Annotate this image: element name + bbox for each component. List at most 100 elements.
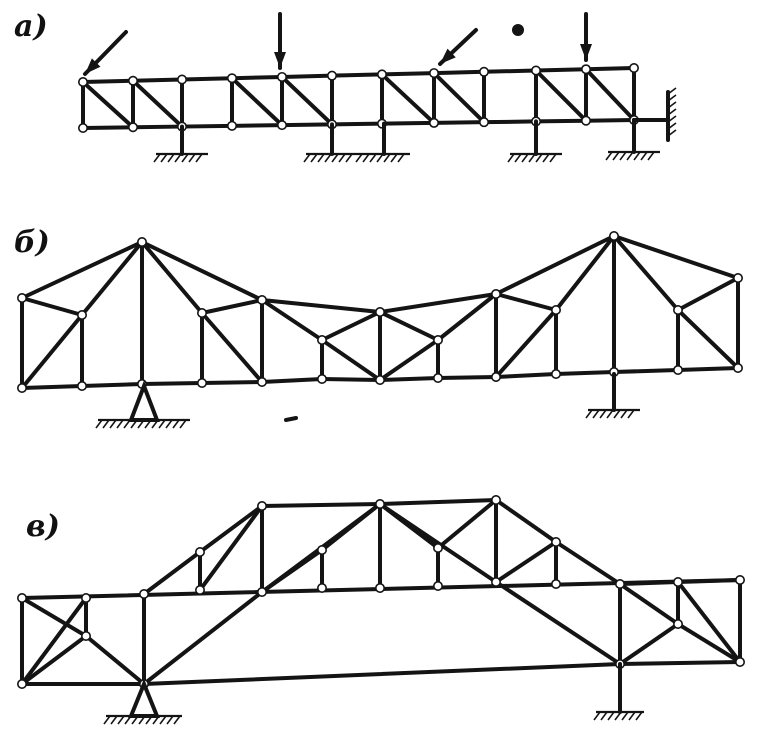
truss-b-pin-support [102, 419, 110, 429]
truss-a-node [428, 117, 439, 128]
truss-c-node [256, 586, 267, 597]
truss-b-member [200, 380, 264, 385]
truss-a-member [584, 118, 636, 123]
truss-b-node [732, 362, 743, 373]
truss-a-member [180, 123, 234, 129]
truss-a-support [153, 153, 161, 163]
truss-b-node [432, 372, 443, 383]
truss-b-node [77, 309, 88, 320]
truss-a-node [628, 62, 639, 73]
truss-b-node [16, 292, 27, 303]
truss-a-node [227, 120, 238, 131]
truss-c-fixed-support [635, 711, 643, 721]
truss-c-member [618, 622, 680, 666]
truss-a-support [521, 153, 529, 163]
truss-b-node [316, 334, 327, 345]
label-c: в) [26, 509, 60, 544]
truss-b-member [676, 276, 740, 312]
truss-c-node [672, 618, 683, 629]
truss-a-member [81, 80, 135, 130]
truss-c-pin-support [145, 715, 153, 725]
truss-c-pin-support [138, 715, 146, 725]
truss-c-pin-support [159, 715, 167, 725]
truss-a-support [633, 151, 641, 161]
truss-c-member [198, 504, 264, 554]
truss-a-wall-hatch [667, 94, 677, 102]
truss-b-pin-support [158, 419, 166, 429]
truss-b-member [140, 240, 264, 302]
truss-c-member [554, 540, 622, 586]
truss-a-support [174, 153, 182, 163]
truss-b-member [436, 375, 498, 380]
truss-b-member [80, 382, 144, 388]
truss-c-node [490, 494, 501, 505]
truss-a-member [482, 68, 538, 74]
truss-b-pin-support [128, 380, 160, 422]
truss-b-node [316, 373, 327, 384]
truss-b-member [260, 298, 324, 342]
truss-b-member [554, 370, 616, 376]
truss-c-fixed-support [593, 711, 601, 721]
truss-b-node [256, 376, 267, 387]
truss-a-support [338, 153, 346, 163]
truss-c-pin-support [131, 715, 139, 725]
truss-c-node [16, 678, 27, 689]
truss-a-member [482, 119, 538, 125]
truss-b-node [137, 237, 148, 248]
truss-a-member [380, 71, 436, 77]
truss-b-pin-support [172, 419, 180, 429]
truss-c-fixed-support [600, 711, 608, 721]
truss-a-member [534, 118, 588, 124]
truss-b-member [20, 313, 84, 390]
truss-a-member [180, 76, 234, 82]
truss-a-support [345, 153, 353, 163]
truss-a-support [369, 153, 377, 163]
truss-a-support [362, 153, 370, 163]
truss-b-member [20, 240, 144, 300]
truss-b-pin-support [137, 419, 145, 429]
truss-a-support [535, 153, 543, 163]
truss-b-fixed-support [585, 409, 593, 419]
truss-c-member [84, 634, 146, 686]
truss-b-member [320, 338, 382, 382]
truss-b-member [612, 234, 680, 312]
truss-b-node [197, 307, 208, 318]
truss-a-support [542, 153, 550, 163]
truss-b-member [676, 366, 740, 372]
truss-a-wall-hatch [667, 122, 677, 130]
truss-a-member [584, 66, 636, 72]
truss-b-member [20, 296, 84, 317]
truss-b-pin-support [151, 419, 159, 429]
truss-b-member [140, 240, 204, 315]
truss-c-member [198, 504, 264, 592]
truss-b-pin-support [123, 419, 131, 429]
truss-a-support [640, 151, 648, 161]
truss-b-fixed-support [620, 409, 628, 419]
truss-a-wall-hatch [667, 129, 677, 137]
truss-b-member [612, 234, 740, 280]
truss-a-member [230, 76, 284, 128]
truss-c-fixed-support [628, 711, 636, 721]
truss-b-node [550, 368, 561, 379]
truss-a-support [331, 153, 339, 163]
truss-c-member [494, 540, 558, 584]
truss-a-member [330, 121, 384, 127]
truss-c-pin-support [166, 715, 174, 725]
truss-c-node [734, 656, 745, 667]
truss-b-member [320, 310, 382, 342]
truss-a-node [530, 65, 541, 76]
truss-a-support [605, 151, 613, 161]
label-b: б) [14, 225, 50, 260]
truss-c-node [81, 630, 92, 641]
truss-c-member [676, 580, 742, 664]
truss-b-member [676, 308, 740, 370]
truss-b-node [197, 377, 208, 388]
truss-c-node [734, 574, 745, 585]
truss-b-node [732, 272, 743, 283]
truss-b-member [378, 338, 440, 382]
truss-b-pin-support [95, 419, 103, 429]
truss-b-member [494, 234, 616, 296]
truss-a-member [432, 120, 486, 125]
truss-a-member [432, 71, 486, 125]
truss-a-node [78, 77, 89, 88]
